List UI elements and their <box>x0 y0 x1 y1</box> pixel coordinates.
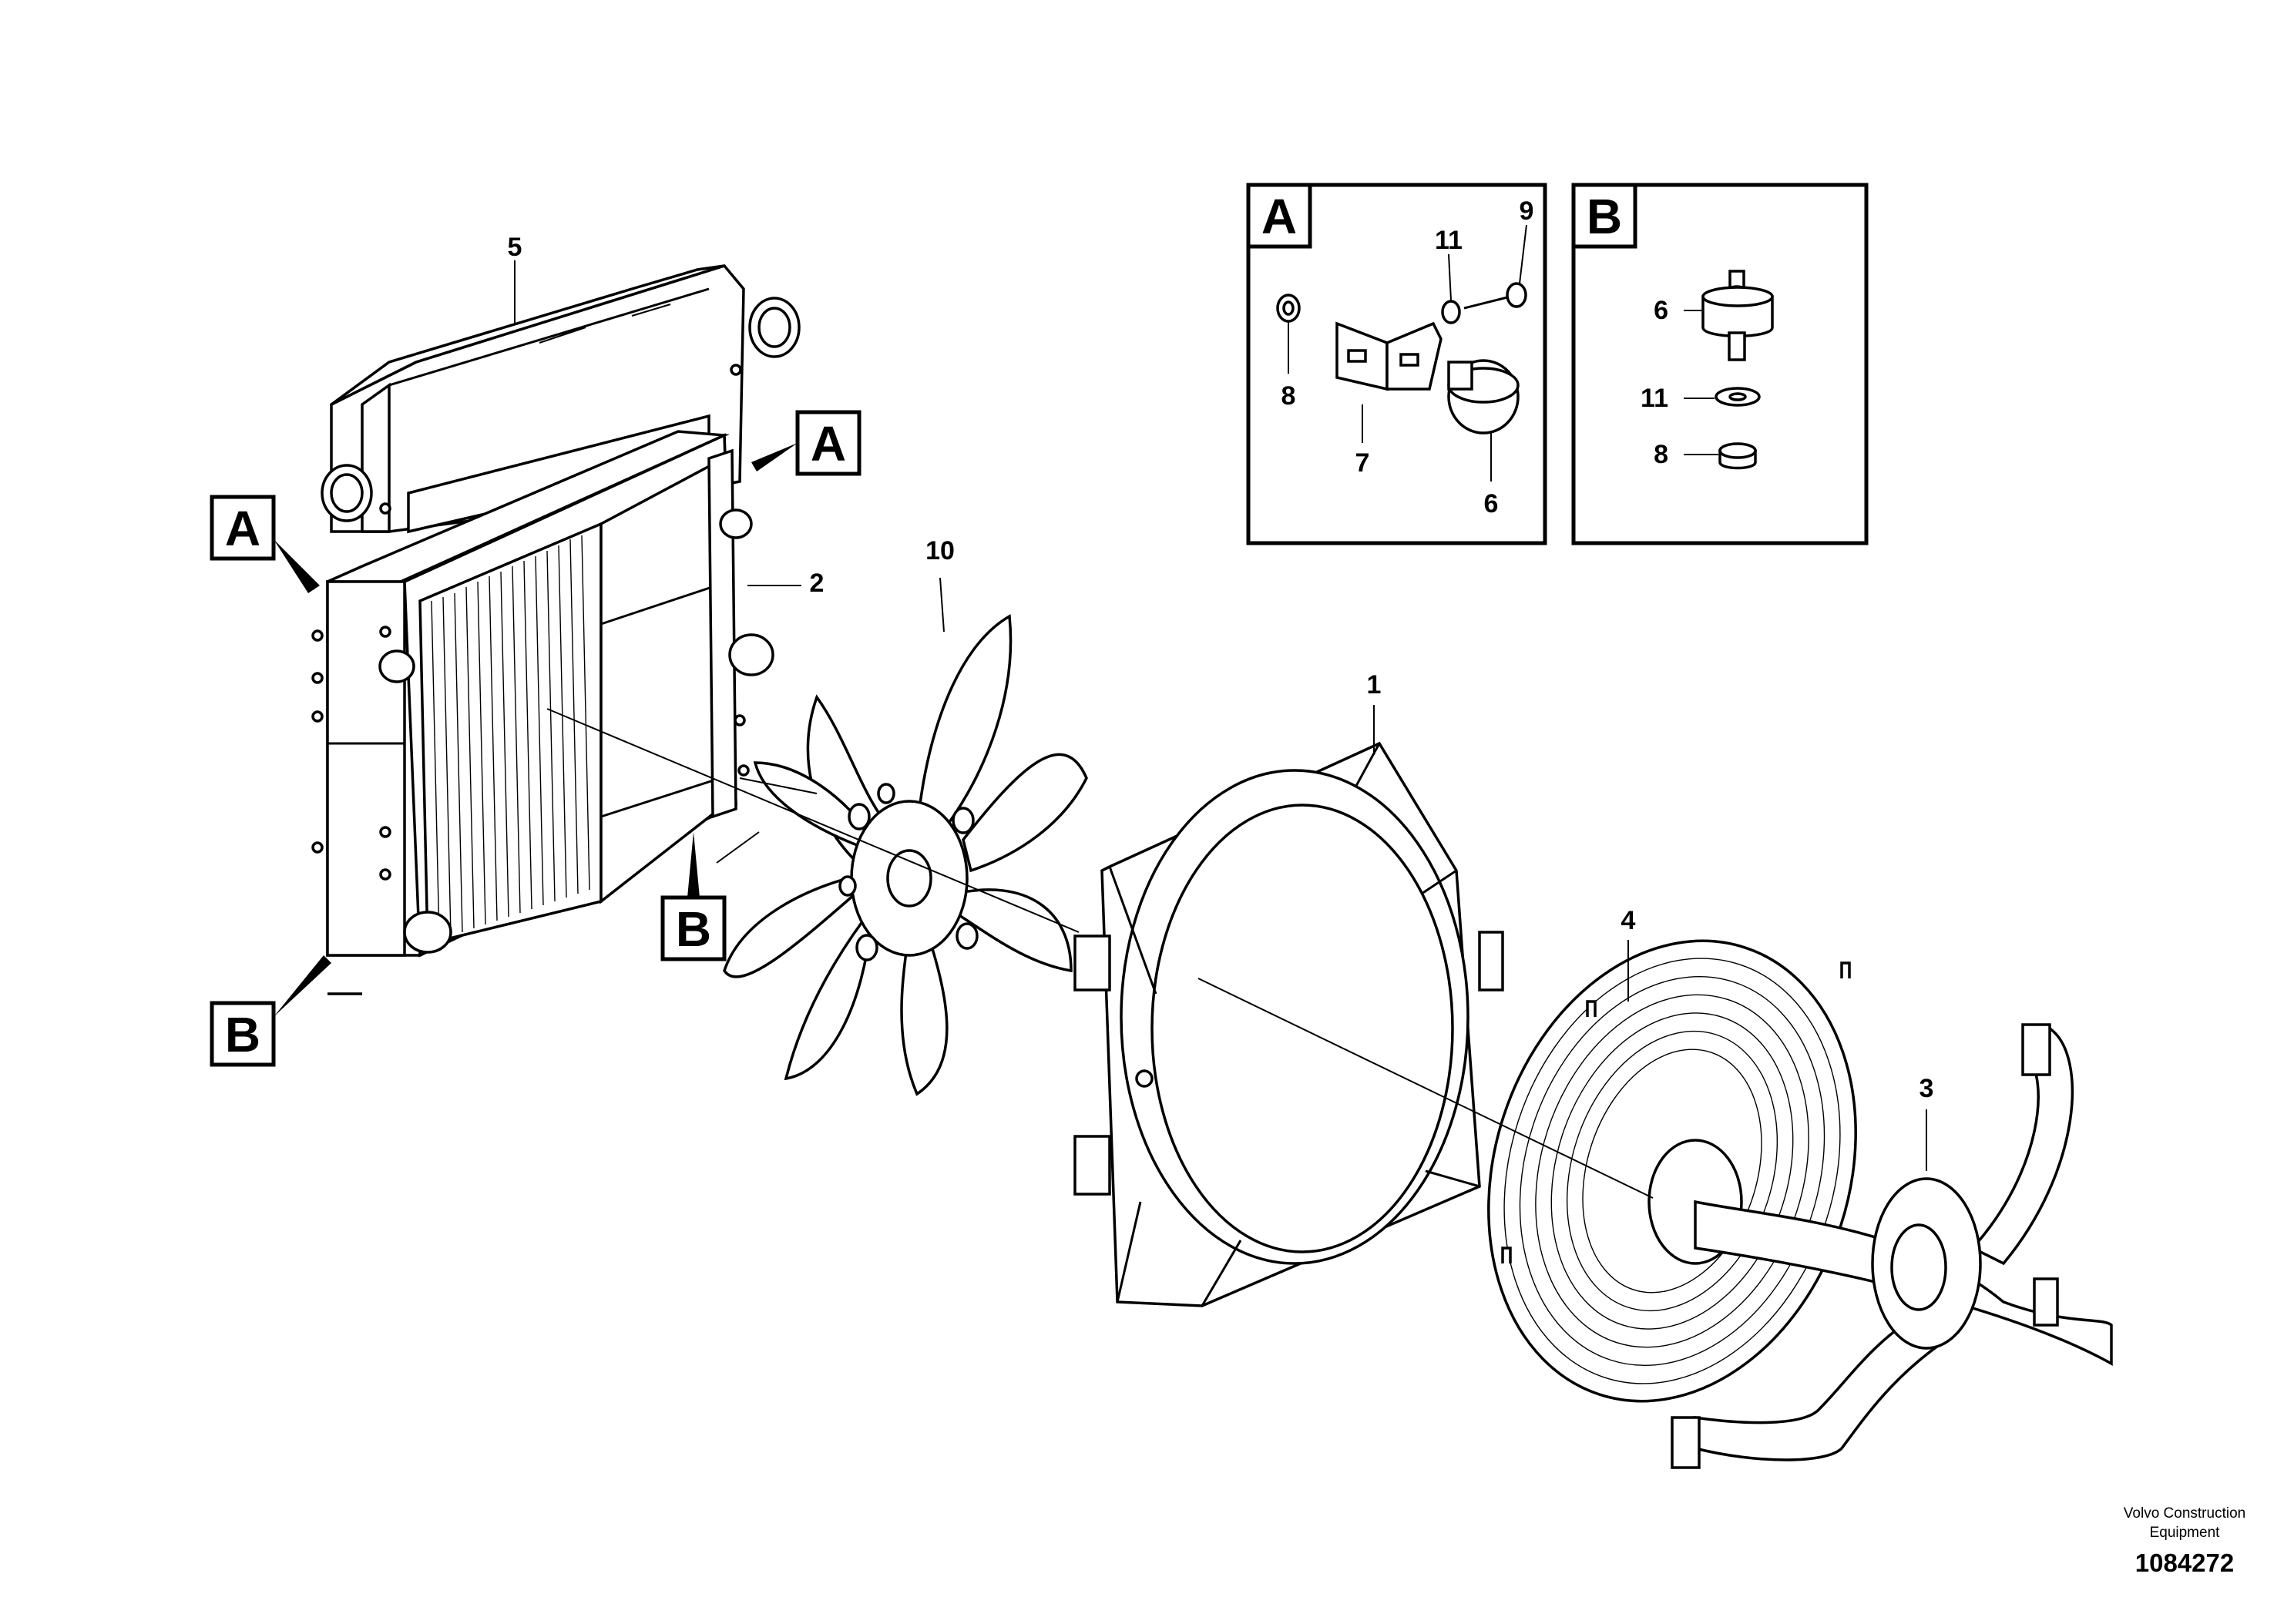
detail-a-callout-8: 8 <box>1281 381 1296 411</box>
leader-lines <box>514 260 1927 1199</box>
radiator-core-fins <box>431 535 590 941</box>
radiator-drawing <box>311 430 774 958</box>
drawing-number: 1084272 <box>2135 1549 2234 1577</box>
fan-shroud-drawing <box>1073 741 1504 1307</box>
detail-b-callout-8: 8 <box>1654 440 1668 469</box>
fan-drawing <box>723 614 1088 1096</box>
detail-a-title: A <box>1261 189 1297 244</box>
section-marker-a-left: A <box>210 495 320 593</box>
detail-a-callout-9: 9 <box>1520 196 1534 226</box>
detail-a-panel: A 9 11 8 7 6 <box>1246 183 1547 545</box>
detail-b-callout-6: 6 <box>1654 296 1668 325</box>
section-marker-a-right-label: A <box>811 416 846 471</box>
callout-10: 10 <box>925 536 955 565</box>
section-marker-b-left: B <box>210 955 331 1067</box>
section-marker-b-mid: B <box>660 832 727 961</box>
fan-bracket-drawing <box>1671 1023 2113 1469</box>
detail-b-title: B <box>1587 189 1622 244</box>
callout-4: 4 <box>1621 906 1636 935</box>
detail-a-callout-7: 7 <box>1355 448 1370 478</box>
detail-b-callout-11: 11 <box>1641 384 1668 413</box>
brand-line-1: Volvo Construction <box>2124 1505 2245 1522</box>
callout-5: 5 <box>508 233 522 262</box>
callout-2: 2 <box>810 569 825 598</box>
detail-a-callout-6: 6 <box>1484 489 1499 518</box>
callout-1: 1 <box>1367 670 1382 700</box>
section-marker-a-right: A <box>751 410 862 476</box>
section-marker-a-left-label: A <box>225 501 260 556</box>
detail-a-callout-11: 11 <box>1435 226 1463 255</box>
callout-3: 3 <box>1920 1074 1934 1103</box>
brand-line-2: Equipment <box>2150 1525 2221 1541</box>
section-marker-b-left-label: B <box>225 1007 260 1062</box>
detail-b-panel: B 6 11 8 <box>1571 183 1869 545</box>
section-marker-b-mid-label: B <box>676 901 711 957</box>
